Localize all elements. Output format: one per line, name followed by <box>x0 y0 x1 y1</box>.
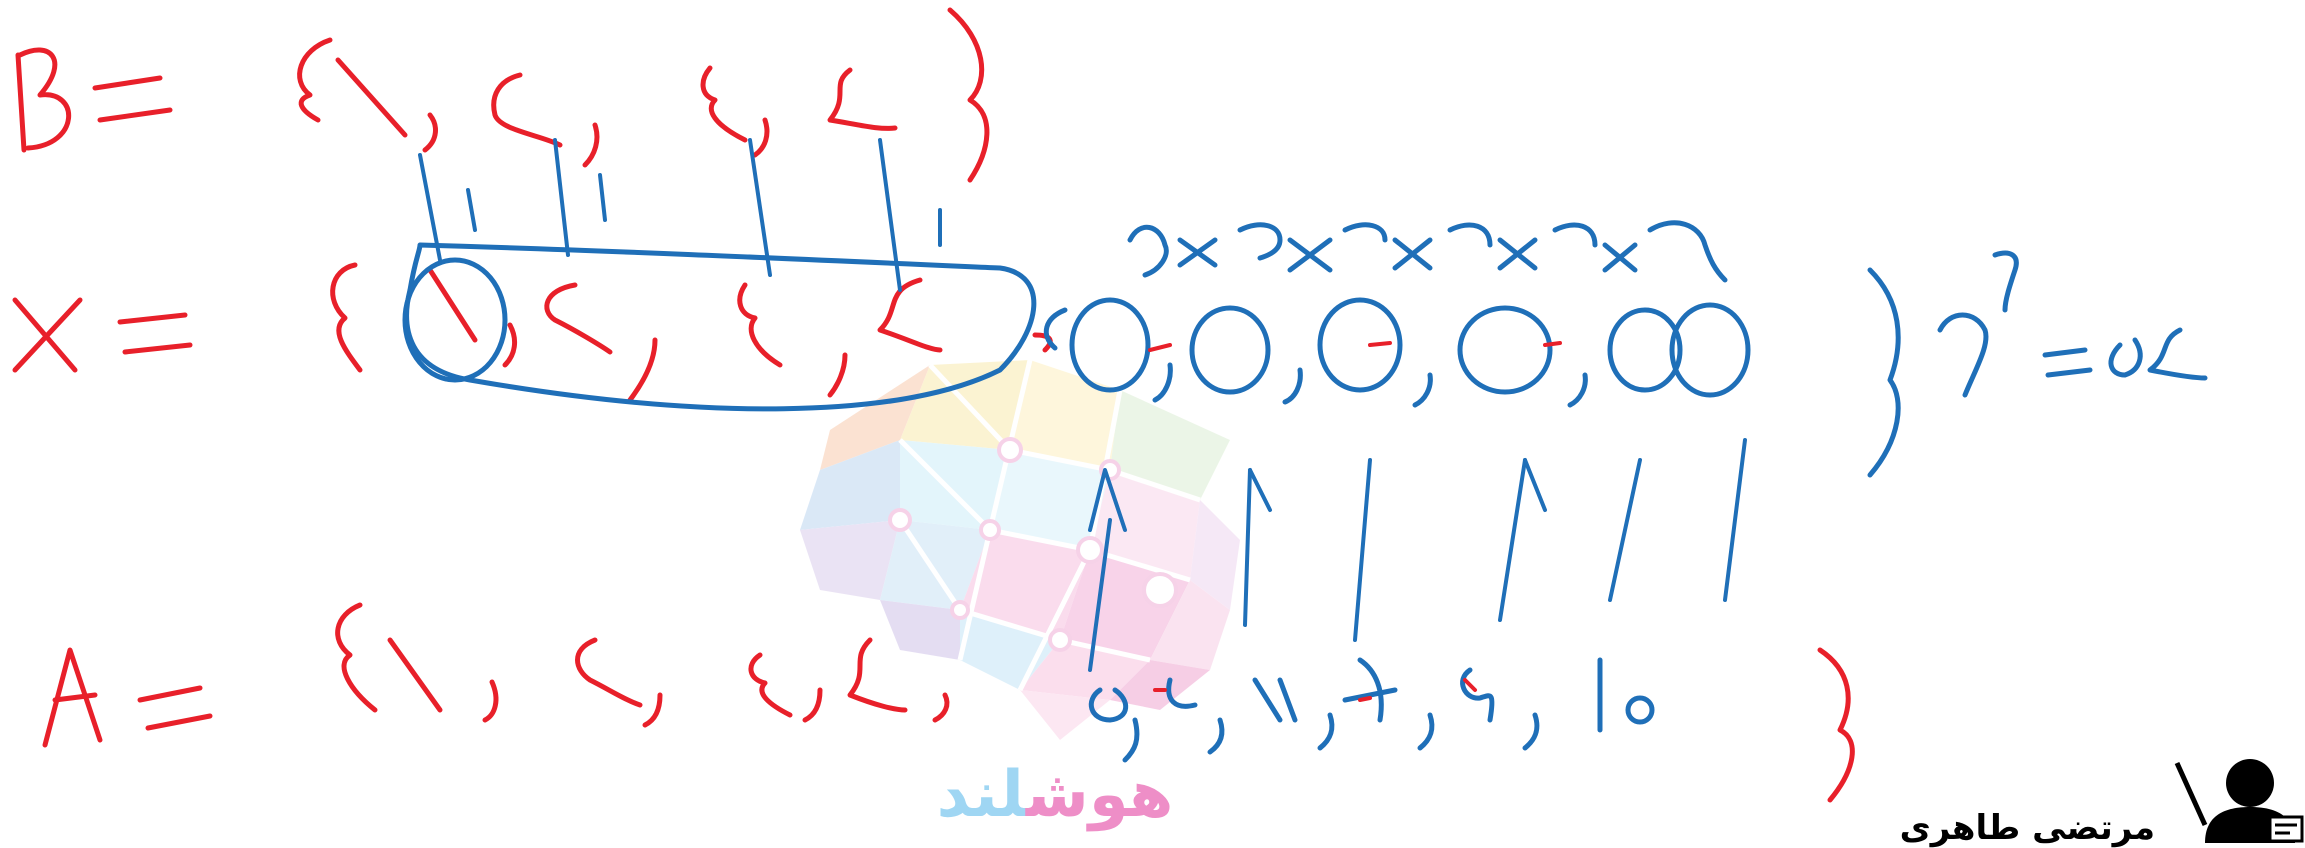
teacher-at-board-icon <box>2177 759 2302 843</box>
mapping-lines-b-to-x <box>420 140 940 290</box>
brain-network-logo <box>800 360 1240 740</box>
brand-watermark: هوشلند <box>905 760 1205 830</box>
set-b-expression <box>18 10 987 180</box>
product-expression <box>1130 223 1725 280</box>
author-name: مرتضی طاهری <box>1900 808 2155 848</box>
brand-main-text: هوش <box>1026 758 1173 832</box>
brand-accent-text: لند <box>937 758 1026 832</box>
set-x-expression <box>15 265 1050 400</box>
